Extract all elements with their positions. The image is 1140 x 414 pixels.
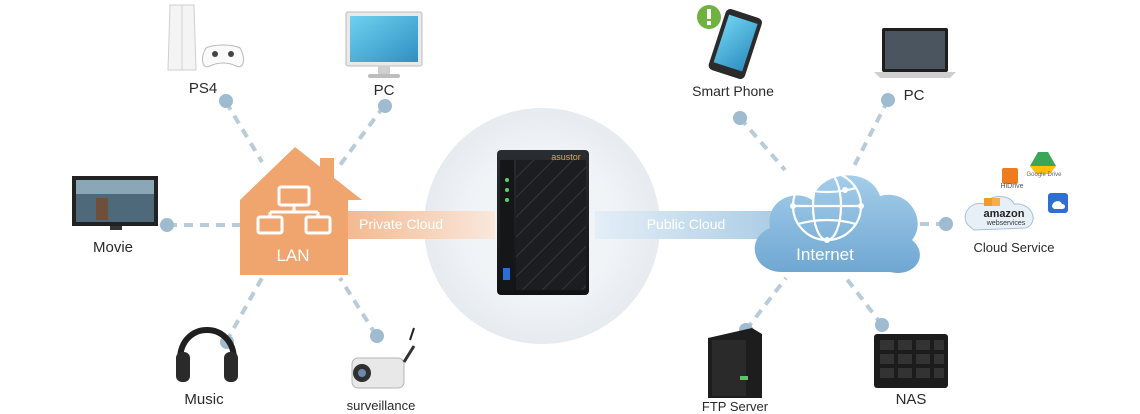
lan-connectors — [168, 100, 386, 343]
smart-phone-icon — [697, 5, 762, 80]
amazon-text: amazon — [983, 208, 1025, 220]
cloud-service-logos — [964, 152, 1068, 231]
ftp-server-tower-icon — [708, 328, 762, 398]
connector-pc-left — [338, 104, 386, 167]
label-smart-phone: Smart Phone — [692, 83, 774, 99]
internet-label: Internet — [796, 245, 854, 264]
google-drive-text: Google Drive — [1026, 172, 1062, 178]
label-nas: NAS — [895, 391, 927, 408]
dot-smart-phone — [733, 111, 747, 125]
hidrive-logo — [1002, 168, 1018, 184]
ps4-console-icon — [167, 4, 244, 71]
google-drive-logo — [1030, 152, 1056, 166]
dot-pc-left — [378, 99, 392, 113]
connector-surveillance — [338, 276, 378, 337]
aws-text: webservices — [986, 220, 1026, 227]
label-cloud-service: Cloud Service — [973, 240, 1055, 255]
label-movie: Movie — [92, 239, 134, 256]
connector-smart-phone — [738, 116, 787, 172]
connector-pc-right — [850, 99, 890, 171]
private-cloud-band — [335, 211, 495, 239]
pc-monitor-icon-left — [345, 11, 423, 78]
label-ps4: PS4 — [188, 80, 218, 97]
label-pc-left: PC — [373, 82, 395, 99]
dot-surveillance — [370, 329, 384, 343]
dot-ps4 — [219, 94, 233, 108]
asustor-nas-device — [497, 150, 589, 295]
surveillance-camera-icon — [351, 327, 416, 389]
dot-cloud-service — [939, 217, 953, 231]
dot-nas — [875, 318, 889, 332]
nas-8bay-icon — [874, 334, 948, 388]
dot-movie — [160, 218, 174, 232]
connector-ftp — [744, 276, 788, 332]
label-pc-right: PC — [903, 87, 925, 104]
label-music: Music — [184, 391, 224, 408]
music-headphones-icon — [176, 327, 238, 382]
public-cloud-label: Public Cloud — [646, 216, 726, 232]
connector-ps4 — [224, 100, 264, 164]
connector-nas — [844, 276, 884, 327]
dot-pc-right — [881, 93, 895, 107]
pc-laptop-icon-right — [874, 28, 956, 78]
lan-label: LAN — [276, 246, 310, 265]
label-ftp-server: FTP Server — [701, 399, 769, 414]
internet-cloud — [754, 169, 920, 273]
lan-house — [240, 147, 362, 275]
public-cloud-band — [595, 211, 785, 239]
aws-cloud-logo — [964, 196, 1034, 231]
hidrive-text: HiDrive — [1000, 183, 1024, 190]
label-surveillance: surveillance — [346, 398, 416, 413]
private-cloud-label: Private Cloud — [358, 216, 444, 232]
device-brand-label: asustor — [551, 152, 581, 162]
network-icon — [256, 185, 332, 235]
movie-tv-icon — [72, 176, 158, 230]
connector-music — [224, 277, 264, 343]
